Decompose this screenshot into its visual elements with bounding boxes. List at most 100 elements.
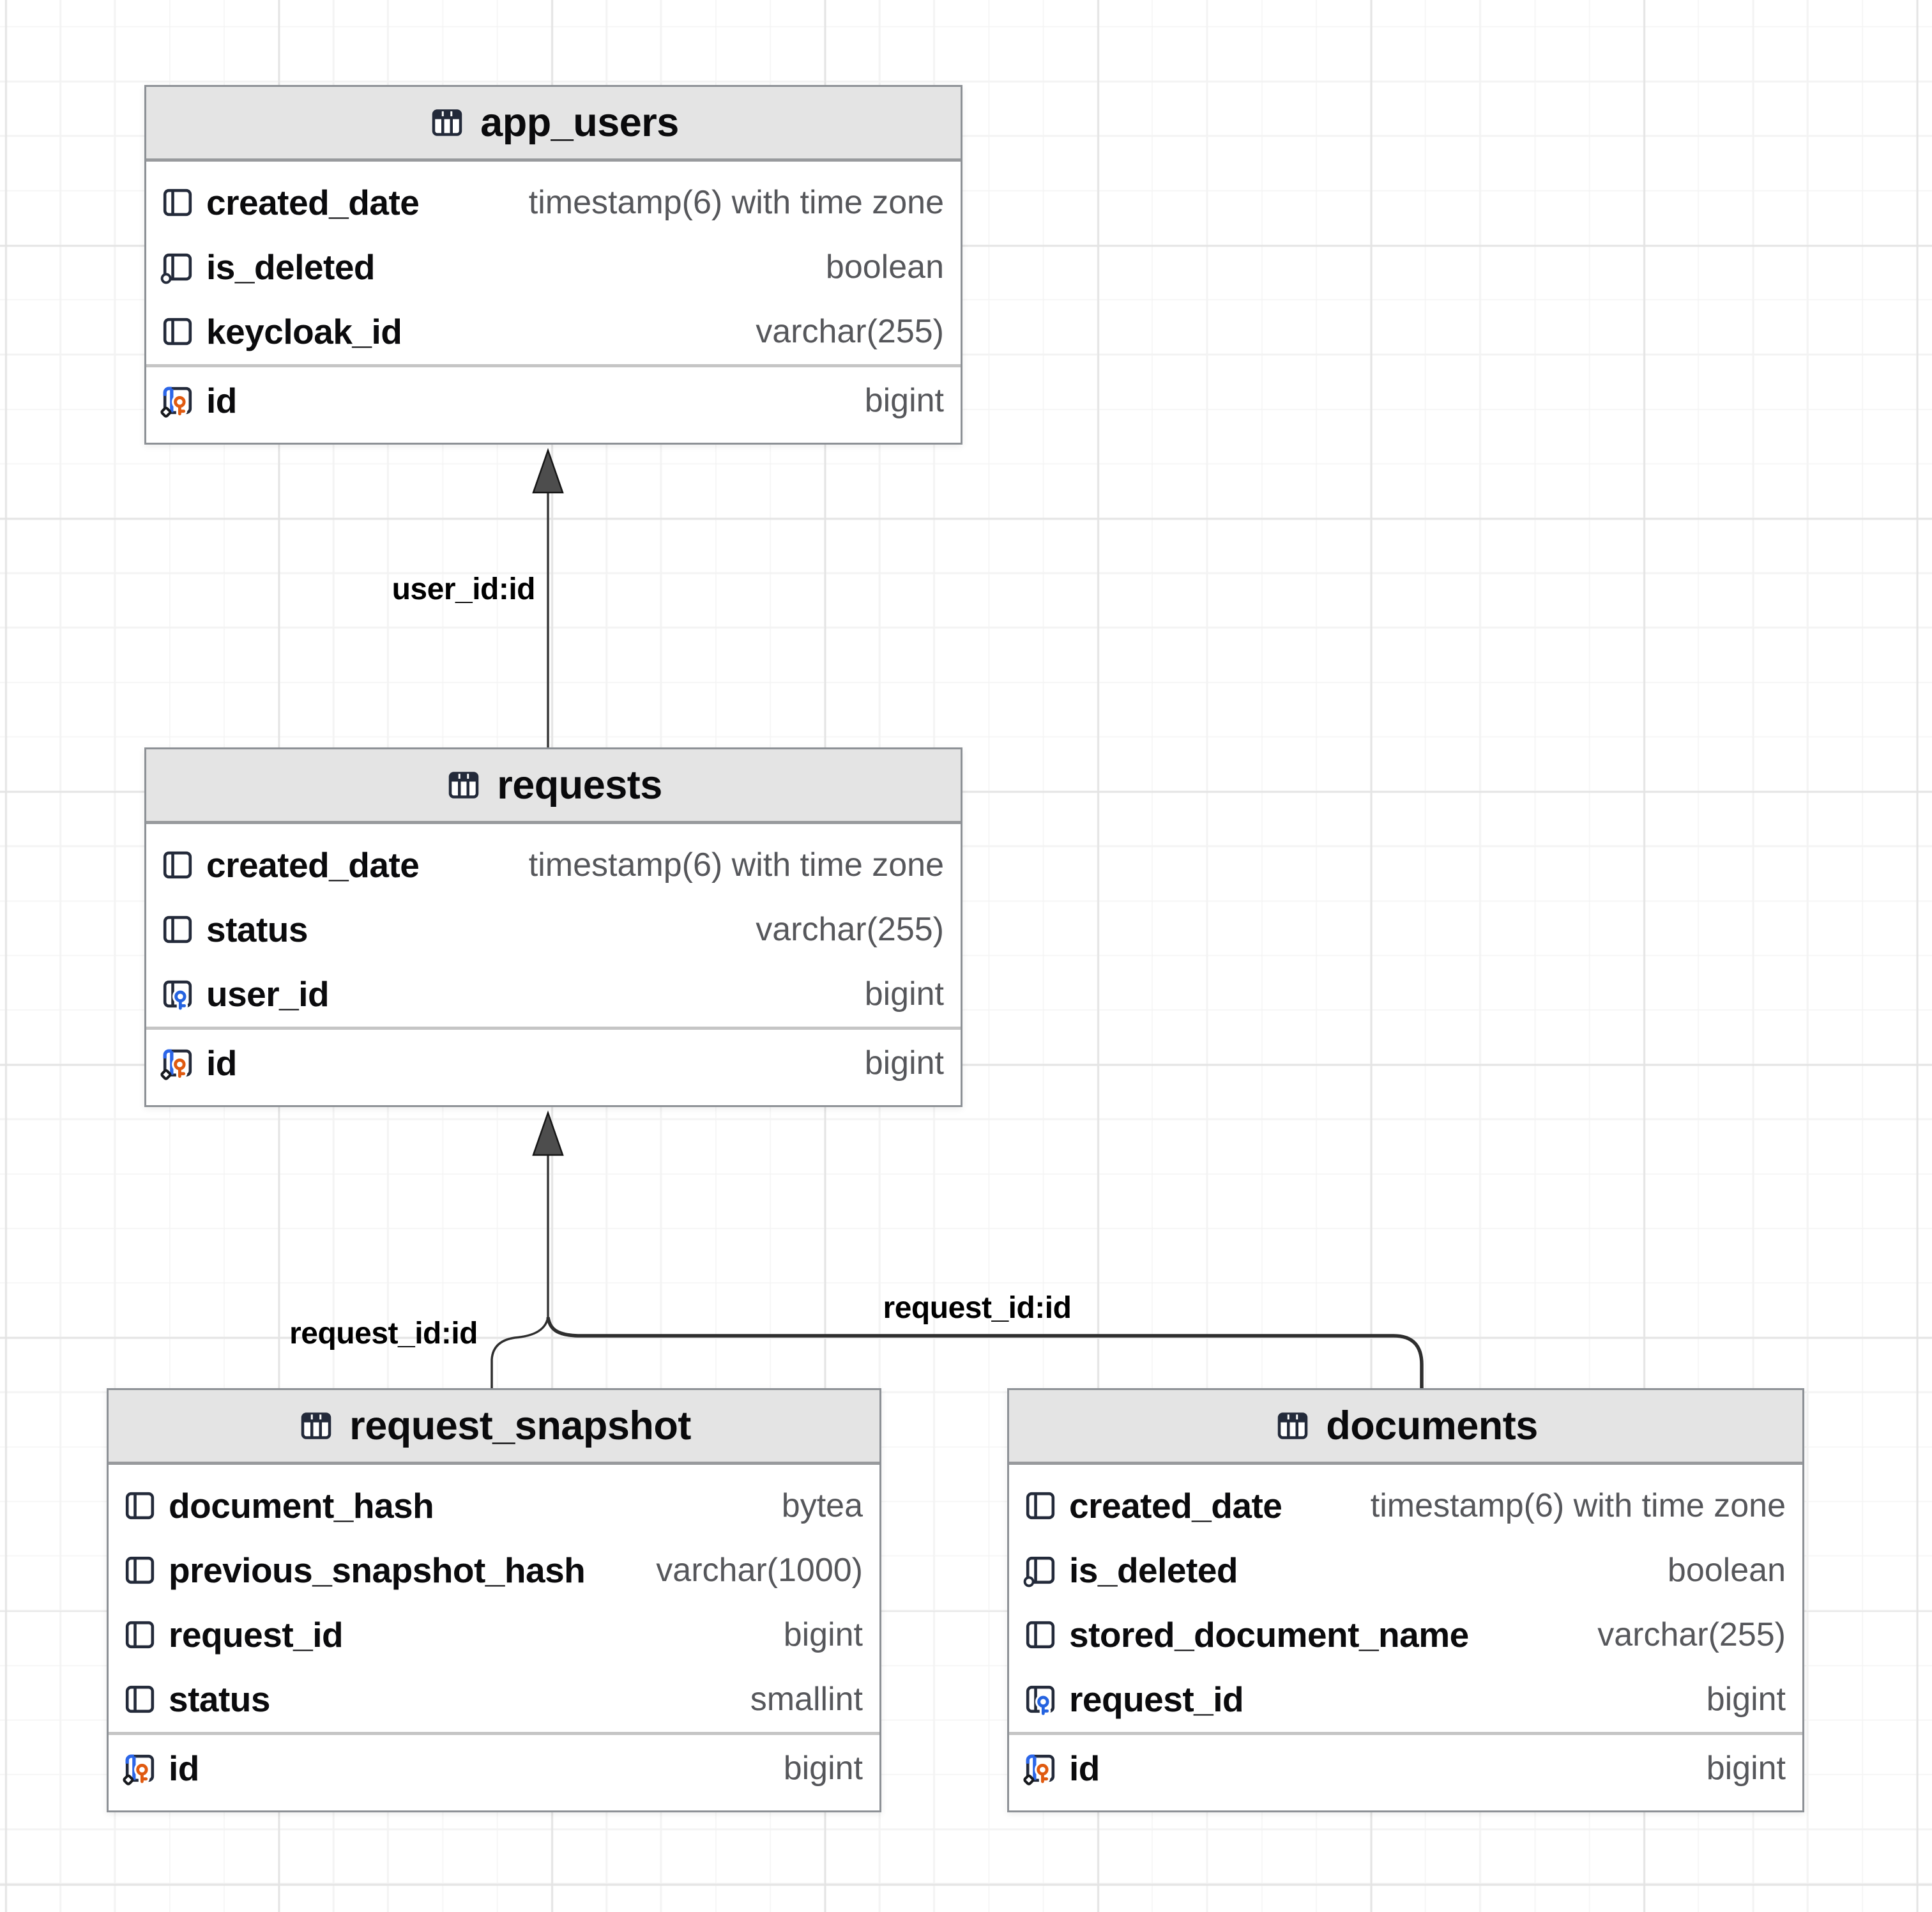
table-header[interactable]: request_snapshot: [109, 1390, 879, 1465]
column-type: bigint: [864, 975, 944, 1013]
foreign-key-icon: [1022, 1681, 1059, 1718]
table-request-snapshot[interactable]: request_snapshot document_hash bytea previ…: [107, 1388, 881, 1812]
column-name: is_deleted: [1069, 1550, 1238, 1590]
column-name: id: [1069, 1748, 1100, 1788]
column-name: created_date: [206, 182, 420, 222]
table-icon: [428, 103, 466, 142]
column-row-request-id[interactable]: request_id bigint: [109, 1602, 879, 1667]
column-row-created-date[interactable]: created_date timestamp(6) with time zone: [146, 170, 961, 234]
column-name: created_date: [1069, 1485, 1282, 1526]
column-row-previous-snapshot-hash[interactable]: previous_snapshot_hash varchar(1000): [109, 1538, 879, 1602]
table-title: request_snapshot: [349, 1403, 691, 1448]
column-name: created_date: [206, 845, 420, 885]
column-row-request-id[interactable]: request_id bigint: [1009, 1667, 1802, 1731]
column-type: bigint: [783, 1616, 863, 1653]
primary-key-icon: [159, 1044, 196, 1082]
column-row-is-deleted[interactable]: is_deleted boolean: [146, 234, 961, 299]
column-list: created_date timestamp(6) with time zone i…: [1009, 1465, 1802, 1810]
relationship-line-documents[interactable]: [546, 1317, 1424, 1388]
column-name: keycloak_id: [206, 311, 402, 351]
column-type: varchar(255): [756, 312, 944, 350]
column-icon: [1022, 1487, 1059, 1524]
column-icon: [121, 1616, 158, 1653]
column-row-status[interactable]: status smallint: [109, 1667, 879, 1731]
relationship-label-user-id: user_id:id: [392, 572, 536, 606]
foreign-key-icon: [159, 975, 196, 1013]
column-row-id[interactable]: id bigint: [109, 1736, 879, 1800]
column-row-id[interactable]: id bigint: [146, 368, 961, 432]
column-icon: [159, 911, 196, 948]
table-documents[interactable]: documents created_date timestamp(6) with …: [1007, 1388, 1804, 1812]
column-type: varchar(255): [1597, 1616, 1786, 1653]
table-title: documents: [1326, 1403, 1538, 1448]
column-name: request_id: [169, 1614, 344, 1655]
table-icon: [1274, 1407, 1312, 1445]
column-type: bigint: [864, 1044, 944, 1082]
column-name: request_id: [1069, 1679, 1244, 1719]
table-icon: [445, 766, 483, 804]
column-type: timestamp(6) with time zone: [1370, 1487, 1786, 1524]
column-icon: [159, 313, 196, 350]
column-name: id: [206, 1043, 237, 1083]
table-icon: [297, 1407, 335, 1445]
table-header[interactable]: app_users: [146, 87, 961, 162]
relationship-label-request-id-documents: request_id:id: [883, 1291, 1072, 1325]
table-header[interactable]: documents: [1009, 1390, 1802, 1465]
table-requests[interactable]: requests created_date timestamp(6) with t…: [144, 747, 962, 1107]
column-type: boolean: [825, 248, 944, 286]
column-row-id[interactable]: id bigint: [1009, 1736, 1802, 1800]
column-row-created-date[interactable]: created_date timestamp(6) with time zone: [146, 832, 961, 897]
column-row-document-hash[interactable]: document_hash bytea: [109, 1473, 879, 1538]
column-icon: [121, 1552, 158, 1589]
column-type: timestamp(6) with time zone: [528, 846, 944, 883]
primary-key-separator: [1009, 1732, 1802, 1735]
column-icon: [159, 184, 196, 221]
column-list: document_hash bytea previous_snapshot_hash…: [109, 1465, 879, 1810]
column-name: previous_snapshot_hash: [169, 1550, 586, 1590]
column-name: status: [206, 909, 308, 949]
primary-key-separator: [109, 1732, 879, 1735]
relationship-line-request-snapshot[interactable]: [491, 1317, 549, 1388]
column-type: varchar(1000): [656, 1551, 863, 1589]
primary-key-icon: [159, 382, 196, 419]
column-type: bigint: [1706, 1749, 1786, 1787]
column-list: created_date timestamp(6) with time zone i…: [146, 162, 961, 443]
column-row-status[interactable]: status varchar(255): [146, 897, 961, 961]
primary-key-icon: [121, 1750, 158, 1787]
column-row-keycloak-id[interactable]: keycloak_id varchar(255): [146, 299, 961, 363]
column-row-created-date[interactable]: created_date timestamp(6) with time zone: [1009, 1473, 1802, 1538]
column-name: id: [169, 1748, 199, 1788]
column-type: bytea: [781, 1487, 863, 1524]
column-type: smallint: [750, 1680, 863, 1718]
relationship-user-id-id[interactable]: [532, 448, 564, 747]
table-app-users[interactable]: app_users created_date timestamp(6) with …: [144, 85, 962, 445]
relationship-label-request-id-snapshot: request_id:id: [289, 1317, 478, 1350]
column-type: timestamp(6) with time zone: [528, 183, 944, 221]
column-nullable-icon: [159, 249, 196, 286]
column-type: bigint: [864, 381, 944, 419]
column-type: bigint: [783, 1749, 863, 1787]
column-nullable-icon: [1022, 1552, 1059, 1589]
relationship-request-id-id-bus[interactable]: [491, 1110, 1424, 1388]
column-icon: [121, 1487, 158, 1524]
column-name: document_hash: [169, 1485, 434, 1526]
column-name: status: [169, 1679, 271, 1719]
column-name: id: [206, 380, 237, 420]
arrow-head: [532, 448, 564, 494]
table-header[interactable]: requests: [146, 749, 961, 824]
column-name: is_deleted: [206, 247, 376, 287]
column-type: boolean: [1667, 1551, 1786, 1589]
column-row-id[interactable]: id bigint: [146, 1030, 961, 1095]
column-icon: [121, 1681, 158, 1718]
column-row-is-deleted[interactable]: is_deleted boolean: [1009, 1538, 1802, 1602]
column-type: varchar(255): [756, 910, 944, 948]
primary-key-icon: [1022, 1750, 1059, 1787]
column-list: created_date timestamp(6) with time zone s…: [146, 824, 961, 1105]
column-type: bigint: [1706, 1680, 1786, 1718]
arrow-head: [532, 1110, 564, 1156]
table-title: app_users: [480, 100, 679, 145]
